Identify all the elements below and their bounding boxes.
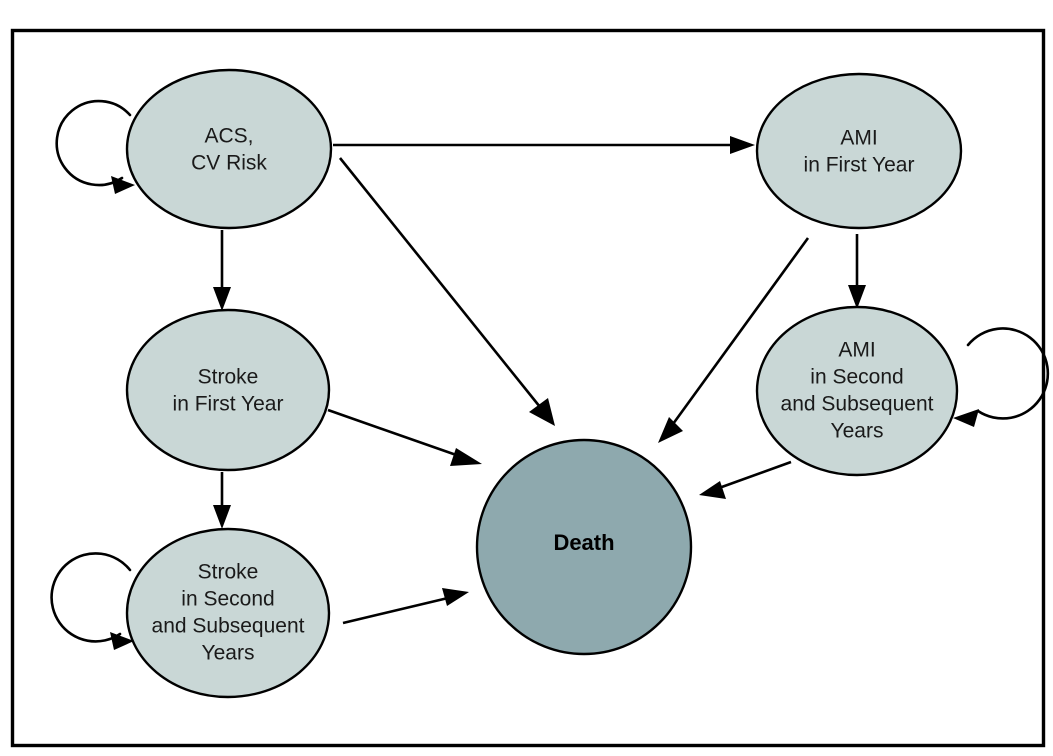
node-stroke-second-label-line2: in Second bbox=[181, 588, 274, 611]
node-ami-second-and-subsequent-years[interactable]: AMI in Second and Subsequent Years bbox=[755, 305, 959, 477]
edge-acs-to-death bbox=[338, 157, 555, 426]
node-acs-label-line2: CV Risk bbox=[191, 152, 267, 175]
node-ami-first-year-label-line2: in First Year bbox=[804, 154, 915, 177]
edge-ami-first-year-to-death bbox=[658, 237, 810, 443]
edge-acs-to-stroke-first-year bbox=[213, 230, 231, 311]
arrowhead-icon bbox=[450, 448, 482, 466]
node-stroke-first-year-label-line2: in First Year bbox=[173, 393, 284, 416]
arrowhead-icon bbox=[442, 588, 469, 606]
node-stroke-first-year-shape[interactable] bbox=[125, 308, 331, 472]
node-death-label: Death bbox=[553, 530, 614, 555]
node-stroke-second-label-line3: and Subsequent bbox=[152, 615, 305, 638]
edge-ami-first-year-to-ami-second bbox=[848, 234, 866, 309]
node-ami-first-year-label-line1: AMI bbox=[840, 127, 877, 150]
arrowhead-icon bbox=[111, 176, 135, 194]
arrowhead-icon bbox=[848, 285, 866, 309]
node-ami-second-label-line3: and Subsequent bbox=[781, 393, 934, 416]
node-stroke-first-year[interactable]: Stroke in First Year bbox=[125, 308, 331, 472]
edge-acs-to-ami-first-year bbox=[333, 136, 755, 154]
node-acs-shape[interactable] bbox=[125, 68, 333, 230]
arrowhead-icon bbox=[213, 505, 231, 529]
node-death-shape[interactable] bbox=[475, 438, 693, 656]
edge-stroke-second-self-loop bbox=[50, 552, 134, 650]
node-death[interactable]: Death bbox=[475, 438, 693, 656]
edge-ami-second-to-death bbox=[699, 460, 792, 499]
arrowhead-icon bbox=[730, 136, 755, 154]
node-acs-label-line1: ACS, bbox=[204, 125, 253, 148]
node-ami-first-year[interactable]: AMI in First Year bbox=[755, 72, 963, 230]
node-ami-first-year-shape[interactable] bbox=[755, 72, 963, 230]
node-ami-second-shape[interactable] bbox=[755, 305, 959, 477]
arrowhead-icon bbox=[699, 481, 726, 499]
node-stroke-second-label-line4: Years bbox=[202, 642, 255, 665]
node-stroke-second-shape[interactable] bbox=[125, 527, 331, 699]
node-stroke-first-year-label-line1: Stroke bbox=[198, 366, 259, 389]
node-ami-second-label-line4: Years bbox=[831, 420, 884, 443]
node-ami-second-label-line2: in Second bbox=[810, 366, 903, 389]
node-acs[interactable]: ACS, CV Risk bbox=[125, 68, 333, 230]
arrowhead-icon bbox=[953, 409, 979, 427]
arrowhead-icon bbox=[110, 632, 134, 650]
edge-stroke-second-to-death bbox=[342, 588, 469, 625]
node-stroke-second-and-subsequent-years[interactable]: Stroke in Second and Subsequent Years bbox=[125, 527, 331, 699]
node-layer: ACS, CV Risk Stroke in First Year Stroke… bbox=[125, 68, 963, 699]
figure-border bbox=[10, 28, 1046, 748]
node-ami-second-label-line1: AMI bbox=[838, 339, 875, 362]
arrowhead-icon bbox=[529, 398, 555, 426]
arrowhead-icon bbox=[213, 287, 231, 311]
edge-stroke-first-year-to-stroke-second bbox=[213, 472, 231, 529]
arrowhead-icon bbox=[658, 417, 683, 443]
edge-acs-self-loop bbox=[55, 99, 135, 194]
edge-layer bbox=[50, 99, 1050, 650]
edge-ami-second-self-loop bbox=[953, 327, 1050, 427]
node-stroke-second-label-line1: Stroke bbox=[198, 561, 259, 584]
edge-stroke-first-year-to-death bbox=[327, 408, 482, 466]
